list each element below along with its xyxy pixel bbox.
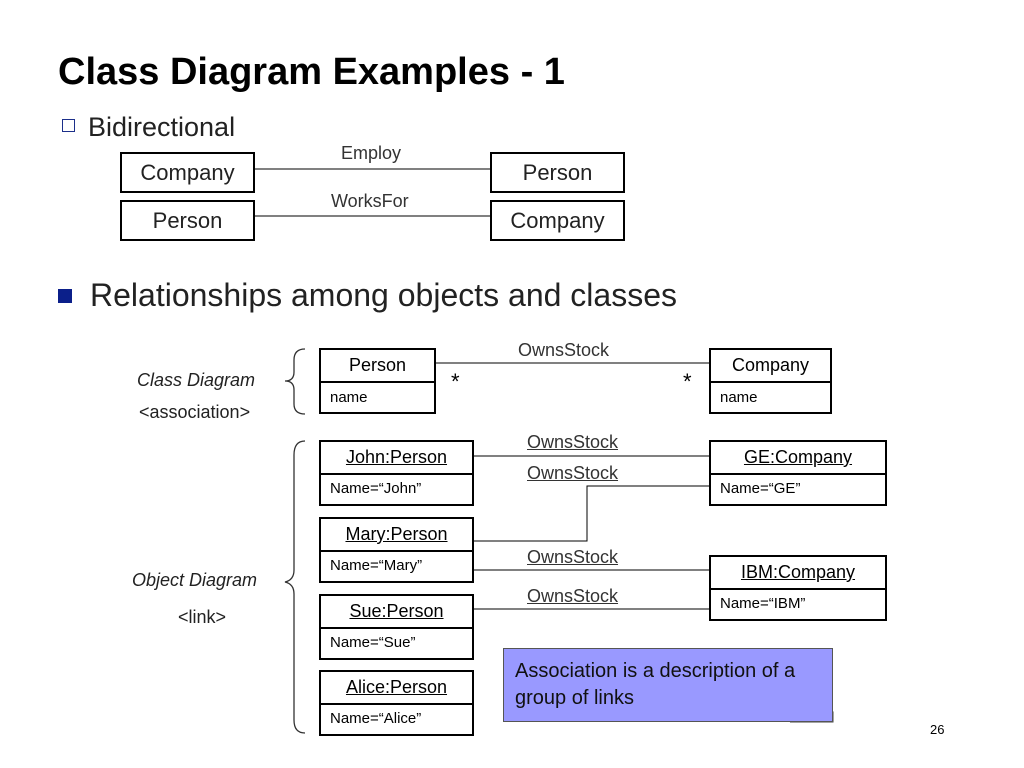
alice-person-object: Alice:Person Name=“Alice” [319, 670, 474, 736]
ibm-company-name: IBM:Company [711, 557, 885, 590]
ge-company-attribute: Name=“GE” [720, 480, 801, 497]
alice-person-name: Alice:Person [321, 672, 472, 705]
ownsstock-association-label: OwnsStock [518, 340, 610, 360]
class-diagram-brace-icon [284, 348, 306, 415]
alice-person-name-text: Alice:Person [345, 677, 448, 697]
bidir-company-box-2: Company [490, 200, 625, 241]
company-class-box: Company name [709, 348, 832, 414]
john-person-name-text: John:Person [345, 447, 448, 467]
ge-company-object: GE:Company Name=“GE” [709, 440, 887, 506]
hollow-square-bullet-icon [62, 119, 75, 132]
slide-title: Class Diagram Examples - 1 [58, 51, 565, 93]
mary-person-attribute: Name=“Mary” [330, 557, 423, 574]
mary-person-name-text: Mary:Person [345, 524, 448, 544]
link-label-john-ge: OwnsStock [527, 432, 619, 452]
bidir-person-box: Person [490, 152, 625, 193]
person-class-attribute: name [330, 389, 368, 406]
relationships-heading: Relationships among objects and classes [90, 277, 677, 313]
link-label-mary-ibm: OwnsStock [527, 547, 619, 567]
person-class-name: Person [321, 350, 434, 383]
link-kind-label: <link> [178, 607, 227, 627]
mary-person-name: Mary:Person [321, 519, 472, 552]
company-multiplicity: * [683, 369, 692, 394]
ibm-company-object: IBM:Company Name=“IBM” [709, 555, 887, 621]
ge-company-name-text: GE:Company [743, 447, 853, 467]
page-number: 26 [930, 722, 945, 737]
object-diagram-label: Object Diagram [132, 570, 258, 590]
alice-person-attribute: Name=“Alice” [330, 710, 422, 727]
employ-label: Employ [341, 143, 402, 163]
class-diagram-label: Class Diagram [137, 370, 256, 390]
company-class-attribute: name [720, 389, 758, 406]
person-class-box: Person name [319, 348, 436, 414]
bidir-person-box-2: Person [120, 200, 255, 241]
mary-person-object: Mary:Person Name=“Mary” [319, 517, 474, 583]
bidirectional-heading: Bidirectional [88, 112, 236, 142]
ge-company-name: GE:Company [711, 442, 885, 475]
ibm-company-name-text: IBM:Company [740, 562, 856, 582]
person-multiplicity: * [451, 369, 460, 394]
sue-person-name: Sue:Person [321, 596, 472, 629]
link-mary-ge [473, 485, 709, 542]
bidir-company-box: Company [120, 152, 255, 193]
sue-person-attribute: Name=“Sue” [330, 634, 416, 651]
ibm-company-attribute: Name=“IBM” [720, 595, 806, 612]
object-diagram-brace-icon [284, 440, 306, 734]
company-class-name: Company [711, 350, 830, 383]
worksfor-label: WorksFor [331, 191, 409, 211]
link-label-sue-ibm: OwnsStock [527, 586, 619, 606]
john-person-object: John:Person Name=“John” [319, 440, 474, 506]
john-person-attribute: Name=“John” [330, 480, 422, 497]
sue-person-object: Sue:Person Name=“Sue” [319, 594, 474, 660]
john-person-name: John:Person [321, 442, 472, 475]
association-note: Association is a description of a group … [503, 648, 833, 722]
link-label-mary-ge: OwnsStock [527, 463, 619, 483]
association-kind-label: <association> [139, 402, 251, 422]
solid-square-bullet-icon [58, 289, 72, 303]
sue-person-name-text: Sue:Person [349, 601, 444, 621]
